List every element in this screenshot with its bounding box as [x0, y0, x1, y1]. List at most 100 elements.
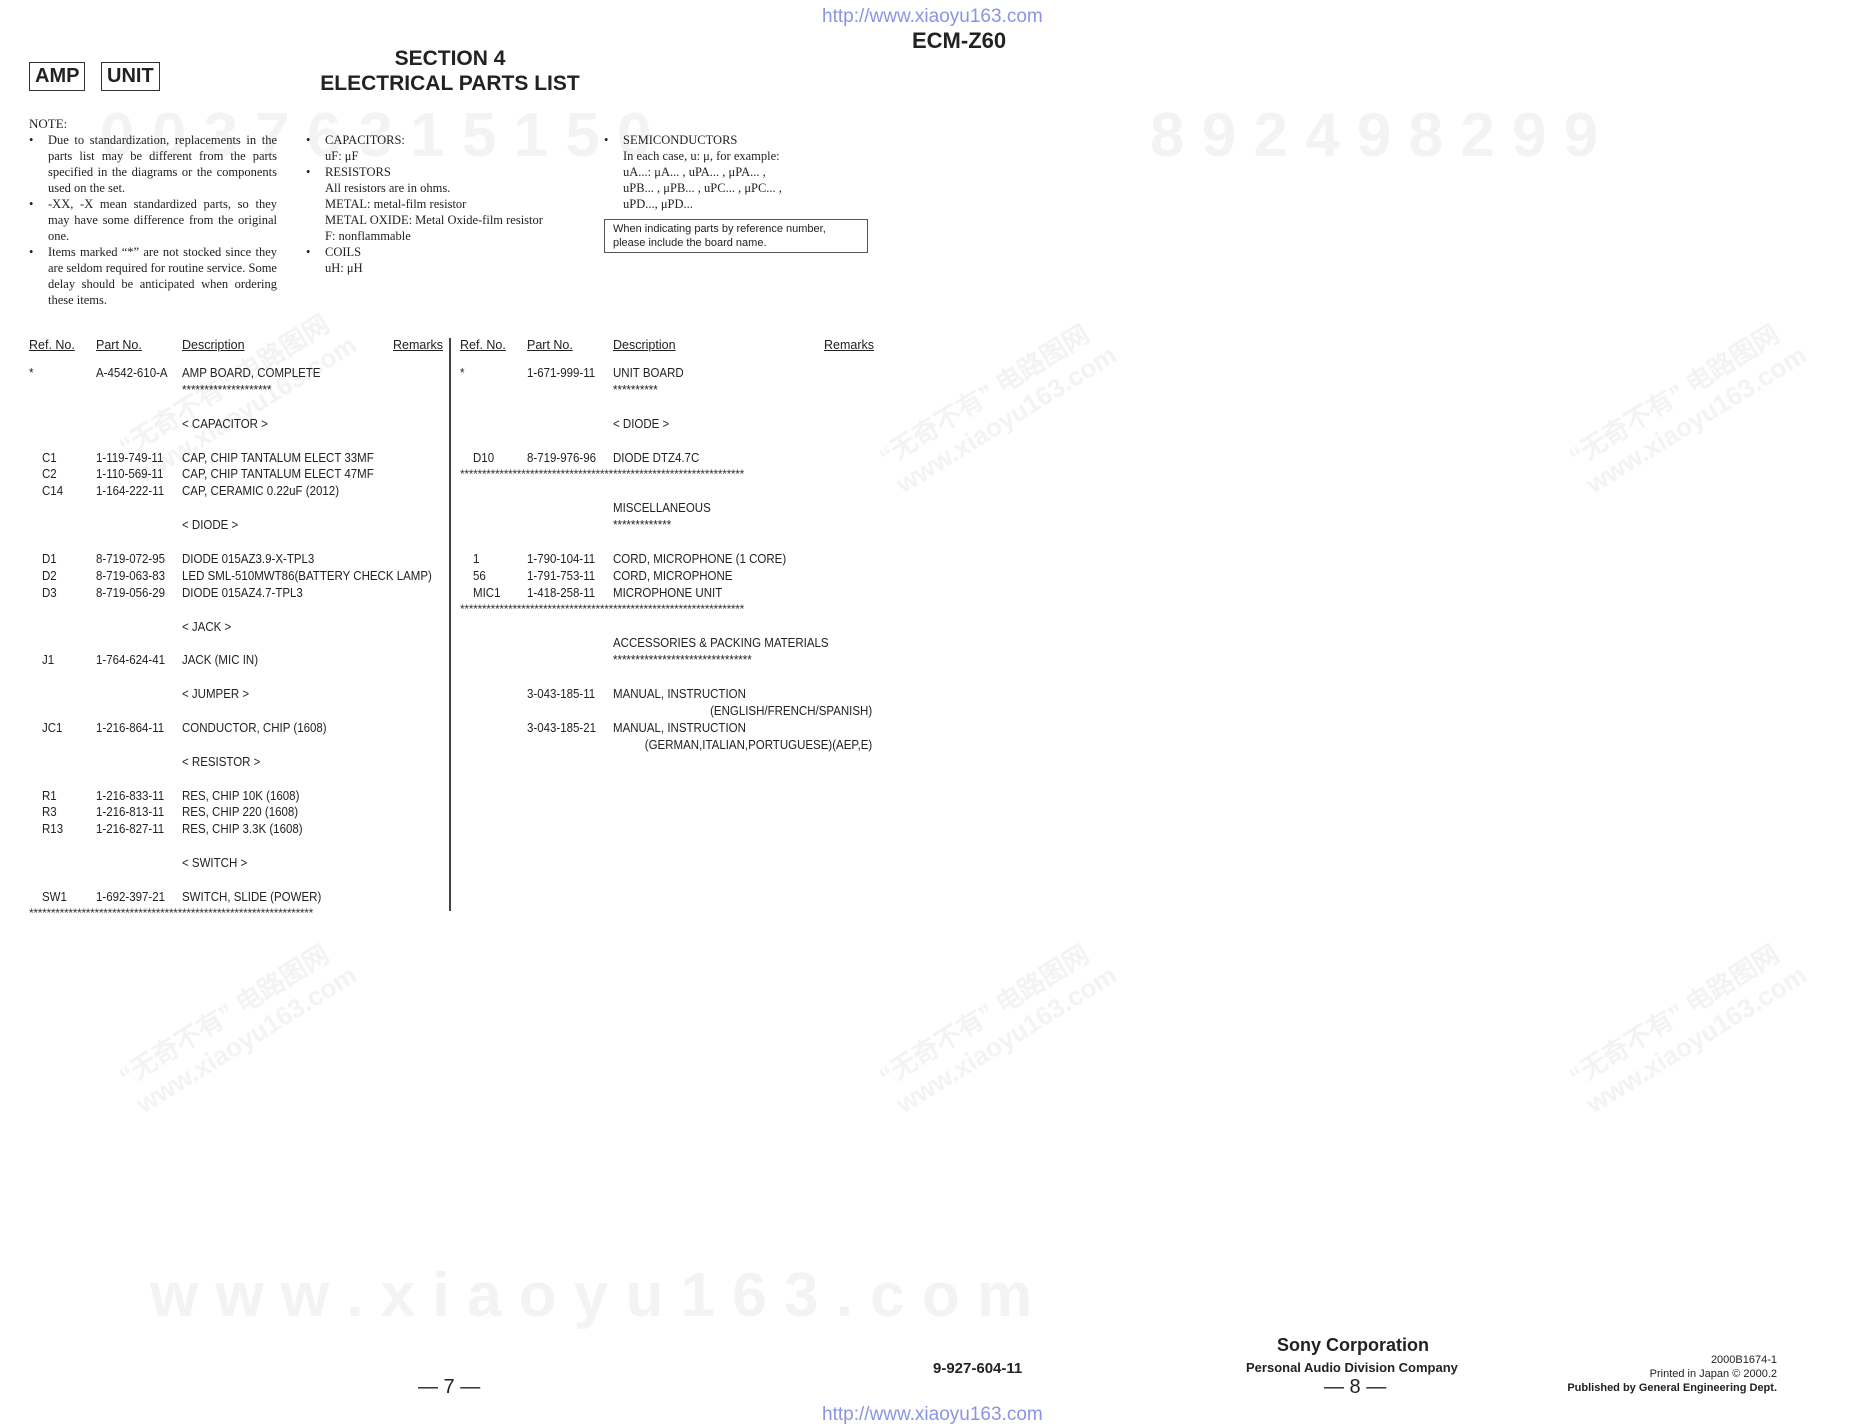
- note-semiconductors-line: uPD..., μPD...: [623, 197, 693, 211]
- right-row-part-cell: 1-790-104-11: [527, 551, 596, 566]
- note-item-1: •Due to standardization, replacements in…: [29, 133, 277, 195]
- right-row-ref-cell: *: [460, 366, 465, 380]
- left-header-remarks: Remarks: [393, 338, 444, 352]
- right-header-remarks: Remarks: [824, 338, 875, 352]
- left-row-desc-cell: SWITCH, SLIDE (POWER): [182, 889, 322, 904]
- left-row-desc-cell: AMP BOARD, COMPLETE: [182, 366, 321, 380]
- left-row-ref-cell: C2: [42, 467, 57, 482]
- left-row-desc-cell: CAP, CERAMIC 0.22uF (2012): [182, 484, 340, 499]
- note-semiconductors: •SEMICONDUCTORS: [604, 133, 738, 147]
- right-row-part-cell: 3-043-185-21: [527, 720, 597, 735]
- left-row-ref-cell: D3: [42, 585, 57, 600]
- left-row-desc-cell: < RESISTOR >: [182, 754, 261, 769]
- left-row-ref-cell: J1: [42, 653, 55, 668]
- note-coils-line: uH: μH: [325, 261, 363, 275]
- right-row-desc-cell: ACCESSORIES & PACKING MATERIALS: [613, 636, 829, 651]
- left-row-part-cell: A-4542-610-A: [96, 366, 168, 380]
- note-capacitors: •CAPACITORS:: [306, 133, 405, 147]
- right-row-desc-cell: CORD, MICROPHONE (1 CORE): [613, 551, 787, 566]
- left-row-part-cell: 1-119-749-11: [96, 450, 164, 465]
- left-row-desc-cell: < SWITCH >: [182, 856, 248, 871]
- right-row-desc-cell: < DIODE >: [613, 416, 670, 431]
- board-name-notice: When indicating parts by reference numbe…: [604, 219, 868, 253]
- right-row-desc-cell: UNIT BOARD: [613, 366, 684, 380]
- watermark-site: w w w . x i a o y u 1 6 3 . c o m: [150, 1261, 1033, 1330]
- note-column-1: •Due to standardization, replacements in…: [29, 132, 277, 308]
- right-row-ref-cell: 56: [473, 568, 486, 583]
- left-row-desc-cell: JACK (MIC IN): [182, 653, 259, 668]
- left-row-ref-cell: C1: [42, 450, 57, 465]
- board-name-notice-line: When indicating parts by reference numbe…: [613, 223, 826, 235]
- top-url[interactable]: http://www.xiaoyu163.com: [822, 6, 1043, 27]
- left-row-part-cell: 1-110-569-11: [96, 467, 164, 482]
- left-row-desc-cell: DIODE 015AZ3.9-X-TPL3: [182, 551, 315, 566]
- published-by: Published by General Engineering Dept.: [1567, 1382, 1777, 1394]
- left-row-ref-cell: C14: [42, 484, 64, 499]
- column-divider: [449, 338, 451, 911]
- left-row-desc-cell: RES, CHIP 3.3K (1608): [182, 822, 303, 837]
- left-row-desc-cell: LED SML-510MWT86(BATTERY CHECK LAMP): [182, 568, 432, 583]
- left-row-desc-cell: < CAPACITOR >: [182, 416, 268, 431]
- right-row-part-cell: 1-791-753-11: [527, 568, 596, 583]
- left-row-ref-cell: *: [29, 366, 34, 380]
- note-resistors-line: All resistors are in ohms.: [325, 181, 451, 195]
- right-header-part: Part No.: [527, 338, 573, 352]
- left-row-desc-cell: < JACK >: [182, 619, 232, 634]
- right-row-desc-cell: MANUAL, INSTRUCTION: [613, 687, 746, 702]
- note-column-2: •CAPACITORS: uF: μF •RESISTORS All resis…: [306, 132, 596, 276]
- left-row-part-cell: 1-216-833-11: [96, 788, 165, 803]
- note-semiconductors-line: uPB... , μPB... , uPC... , μPC... ,: [623, 181, 782, 195]
- left-row-ref-cell: R1: [42, 788, 57, 803]
- tag-amp: AMP: [29, 62, 86, 91]
- note-item-3: •Items marked “*” are not stocked since …: [29, 245, 277, 307]
- left-row-desc-cell: RES, CHIP 10K (1608): [182, 788, 300, 803]
- left-row-ref-cell: JC1: [42, 720, 63, 735]
- left-row-part-cell: 1-216-864-11: [96, 720, 165, 735]
- left-row-ref-cell: R13: [42, 822, 64, 837]
- note-resistors-line: METAL OXIDE: Metal Oxide-film resistor: [325, 213, 543, 227]
- right-row-part-cell: 1-671-999-11: [527, 366, 596, 380]
- model-name: ECM-Z60: [912, 28, 1007, 53]
- note-resistors-line: METAL: metal-film resistor: [325, 197, 467, 211]
- printed-in: Printed in Japan © 2000.2: [1649, 1368, 1777, 1380]
- right-row-desc-cell: *******************************: [613, 653, 752, 668]
- left-row-ref-cell: D1: [42, 551, 57, 566]
- right-row-ref-cell: 1: [473, 551, 480, 566]
- document-number: 9-927-604-11: [933, 1360, 1023, 1377]
- right-row-ref-cell: MIC1: [473, 585, 501, 600]
- note-heading: NOTE:: [29, 116, 68, 131]
- page-number-left: — 7 —: [418, 1376, 481, 1398]
- section-number: SECTION 4: [394, 47, 506, 70]
- company-name: Sony Corporation: [1277, 1335, 1429, 1355]
- left-row-desc-cell: < JUMPER >: [182, 687, 250, 702]
- tag-unit: UNIT: [101, 62, 160, 91]
- bottom-url[interactable]: http://www.xiaoyu163.com: [822, 1404, 1043, 1425]
- right-row-desc-cell: MICROPHONE UNIT: [613, 585, 723, 600]
- left-row-desc-cell: DIODE 015AZ4.7-TPL3: [182, 585, 303, 600]
- right-row-desc-cell: **********: [613, 382, 658, 397]
- left-row-part-cell: 8-719-072-95: [96, 551, 166, 566]
- left-row-desc-cell: CAP, CHIP TANTALUM ELECT 33MF: [182, 450, 374, 465]
- separator-stars: ****************************************…: [460, 602, 745, 616]
- left-row-desc-cell: ********************: [182, 382, 272, 397]
- right-row-ref-cell: D10: [473, 450, 495, 465]
- left-row-desc-cell: CAP, CHIP TANTALUM ELECT 47MF: [182, 467, 374, 482]
- watermark-digits-right: 8 9 2 4 9 8 2 9 9: [1150, 101, 1599, 170]
- left-row-part-cell: 1-764-624-41: [96, 653, 166, 668]
- left-header-ref: Ref. No.: [29, 338, 75, 352]
- left-row-part-cell: 1-164-222-11: [96, 484, 165, 499]
- left-row-part-cell: 8-719-063-83: [96, 568, 166, 583]
- left-row-part-cell: 1-216-827-11: [96, 822, 165, 837]
- left-header-part: Part No.: [96, 338, 142, 352]
- right-row-part-cell: 3-043-185-11: [527, 687, 596, 702]
- right-row-remarks-cell: (ENGLISH/FRENCH/SPANISH): [709, 704, 872, 718]
- note-item-2: •-XX, -X mean standardized parts, so the…: [29, 197, 277, 243]
- left-row-ref-cell: SW1: [42, 889, 67, 904]
- right-header-desc: Description: [613, 338, 676, 352]
- separator-stars: ****************************************…: [29, 906, 314, 920]
- separator-stars: ****************************************…: [460, 467, 745, 481]
